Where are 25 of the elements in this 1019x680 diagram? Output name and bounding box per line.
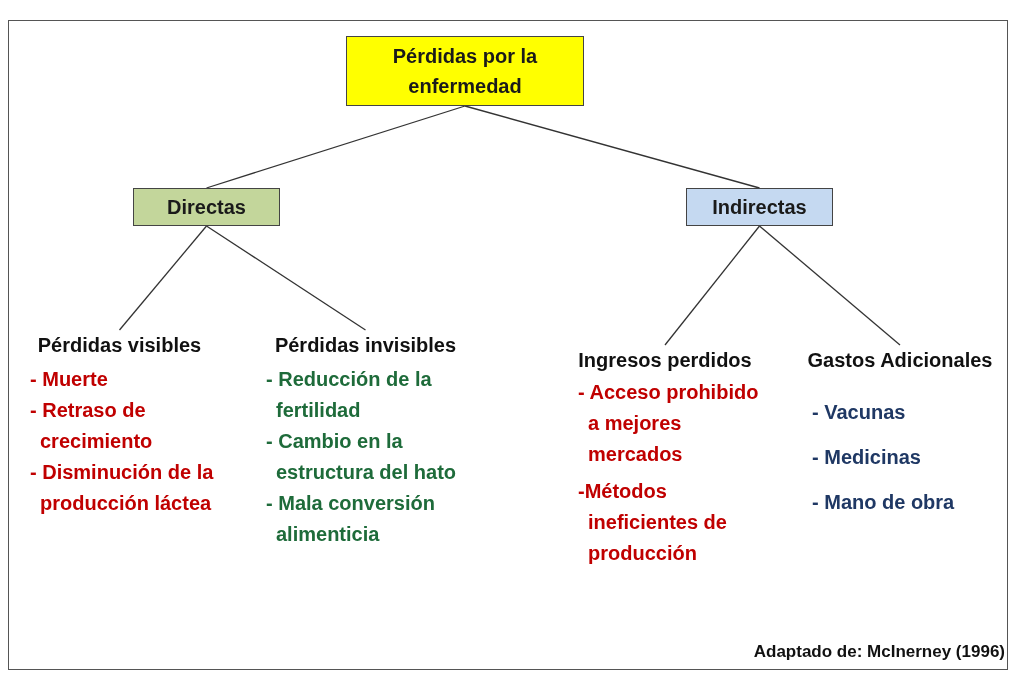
connector-line (118, 225, 208, 331)
connector-line (464, 105, 761, 189)
connector-line (205, 105, 466, 189)
category-box: Pérdidas por la enfermedad (346, 36, 584, 106)
list-item: - Reducción de la fertilidad (265, 367, 433, 423)
category-box: Directas (133, 188, 280, 226)
list-item: - Retraso de crecimiento (29, 398, 154, 454)
source-note: Adaptado de: McInerney (1996) (753, 642, 1005, 662)
connector-line (205, 225, 367, 331)
list-item: - Mano de obra (811, 490, 956, 515)
list-item: - Muerte (29, 367, 109, 392)
connector-line (758, 225, 901, 346)
branch-heading: Pérdidas invisibles (273, 333, 458, 358)
connector-line (664, 225, 761, 346)
list-item: -Métodos ineficientes de producción (577, 479, 728, 566)
branch-heading: Pérdidas visibles (36, 333, 203, 358)
category-box: Indirectas (686, 188, 833, 226)
branch-heading: Gastos Adicionales (806, 348, 994, 373)
branch-heading: Ingresos perdidos (577, 348, 753, 373)
list-item: - Medicinas (811, 445, 922, 470)
list-item: - Disminución de la producción láctea (29, 460, 215, 516)
list-item: - Vacunas (811, 400, 907, 425)
list-item: - Mala conversión alimenticia (265, 491, 436, 547)
list-item: - Cambio en la estructura del hato (265, 429, 458, 485)
list-item: - Acceso prohibido a mejores mercados (577, 380, 760, 467)
